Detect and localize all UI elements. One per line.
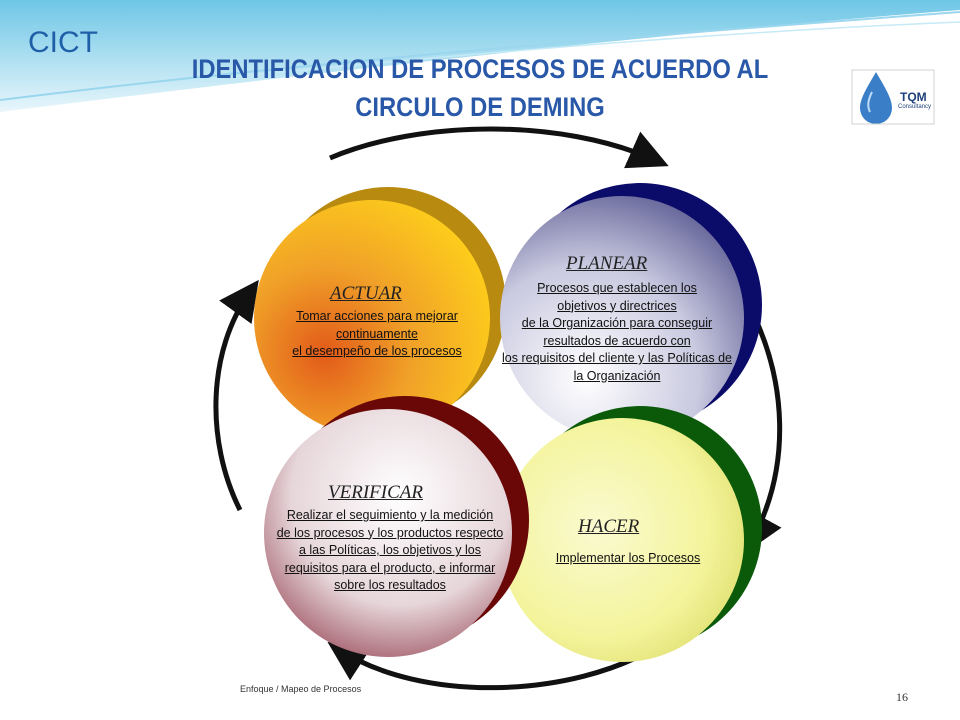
- hacer-heading: HACER: [578, 516, 640, 537]
- logo-icon: [851, 69, 935, 125]
- verificar-line: de los procesos y los productos respecto: [276, 525, 504, 540]
- slide-title-line2: CIRCULO DE DEMING: [355, 92, 605, 122]
- actuar-line: el desempeño de los procesos: [292, 344, 462, 358]
- header-swoosh-line-2: [199, 21, 960, 81]
- actuar-line: Tomar acciones para mejorar: [296, 309, 458, 323]
- planear-circle: [500, 183, 762, 440]
- logo-text: TQM: [900, 90, 927, 104]
- header-swoosh-line: [0, 11, 960, 101]
- verificar-line: sobre los resultados: [334, 578, 446, 592]
- planear-description: Procesos que establecen los objetivos y …: [462, 280, 772, 385]
- footer-caption: Enfoque / Mapeo de Procesos: [240, 684, 362, 694]
- slide-title-line1: IDENTIFICACION DE PROCESOS DE ACUERDO AL: [191, 54, 769, 84]
- planear-line: Procesos que establecen los: [537, 281, 697, 295]
- planear-heading: PLANEAR: [566, 253, 648, 274]
- verificar-heading: VERIFICAR: [328, 482, 423, 503]
- header-swoosh: [0, 0, 960, 112]
- planear-line: los requisitos del cliente y las Polític…: [502, 351, 732, 365]
- actuar-description: Tomar acciones para mejorar continuament…: [262, 308, 492, 361]
- actuar-circle: [254, 187, 506, 436]
- verificar-description: Realizar el seguimiento y la medición de…: [238, 507, 542, 595]
- arrow-bottom: [327, 641, 662, 691]
- planear-line: la Organización: [573, 368, 661, 383]
- actuar-heading: ACTUAR: [330, 283, 402, 304]
- planear-line: de la Organización para conseguir: [521, 316, 713, 330]
- arrow-top: [329, 126, 669, 169]
- arrow-right: [742, 296, 783, 554]
- brand-label: CICT: [28, 26, 98, 59]
- logo-subtext: Consultancy: [898, 104, 932, 110]
- planear-line: objetivos y directrices: [557, 298, 677, 313]
- slide-title: IDENTIFICACION DE PROCESOS DE ACUERDO AL…: [190, 50, 771, 126]
- page-number: 16: [896, 690, 908, 704]
- verificar-line: a las Políticas, los objetivos y los: [298, 543, 482, 557]
- verificar-circle: [264, 396, 529, 657]
- arrow-left: [213, 279, 259, 512]
- actuar-line: continuamente: [335, 326, 418, 341]
- hacer-circle: [500, 406, 762, 662]
- verificar-line: requisitos para el producto, e informar: [284, 560, 496, 575]
- verificar-line: Realizar el seguimiento y la medición: [286, 508, 494, 522]
- hacer-description: Implementar los Procesos: [530, 550, 726, 568]
- planear-line: resultados de acuerdo con: [543, 333, 691, 348]
- hacer-line: Implementar los Procesos: [555, 551, 701, 565]
